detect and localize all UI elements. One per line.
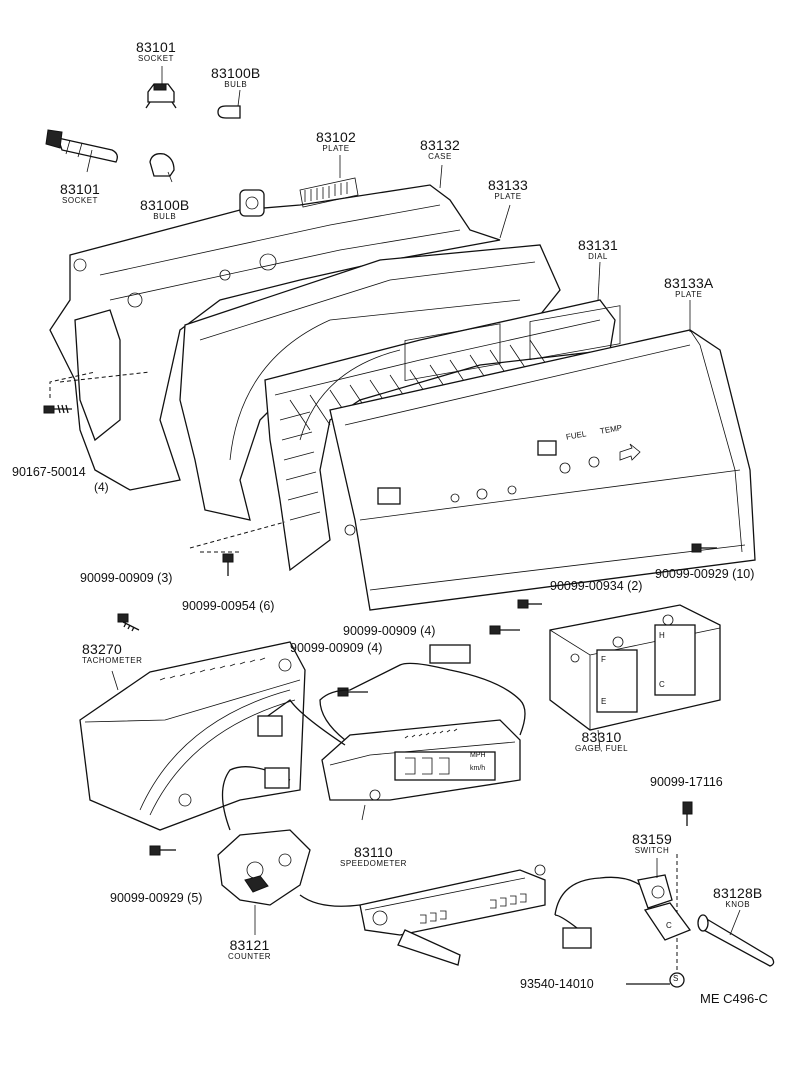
counter-83121-drawing	[217, 829, 311, 906]
wire-harness-drawing	[221, 644, 641, 949]
label-screw-90099-00909-4b: 90099-00909 (4)	[290, 641, 383, 655]
tachometer-83270-drawing	[79, 641, 306, 831]
screw-90099-00934-drawing	[517, 599, 542, 609]
screw-90099-00909-left-drawing	[117, 613, 140, 632]
screw-90099-00929-bottom-drawing	[149, 845, 176, 856]
switch-83159-drawing	[637, 874, 692, 941]
gauge-e-text: E	[601, 697, 607, 706]
label-screw-90099-00929-10: 90099-00929 (10)	[655, 567, 755, 581]
clip-93540-14010-drawing	[669, 972, 685, 988]
speedometer-83110-drawing	[321, 719, 521, 801]
trip-assembly-drawing	[359, 864, 546, 966]
socket-83101-long	[45, 129, 118, 163]
gauge-f-text: F	[601, 655, 606, 664]
fuel-gauge-83310-drawing	[549, 604, 721, 731]
switch-c-text: C	[666, 921, 672, 930]
gauge-c-text: C	[659, 680, 665, 689]
screw-90167-50014-drawing	[43, 404, 72, 414]
screw-90099-00909-center-drawing	[337, 625, 520, 697]
label-screw-90099-00909-4a: 90099-00909 (4)	[343, 624, 436, 638]
label-clip-93540-14010: 93540-14010	[520, 977, 594, 991]
plate-83133a-drawing	[329, 305, 756, 611]
label-screw-90099-00934-2: 90099-00934 (2)	[550, 579, 643, 593]
bulb-83100b-side	[149, 153, 175, 177]
label-screw-90099-00929-5: 90099-00929 (5)	[110, 891, 203, 905]
plate-83133-drawing	[179, 244, 561, 521]
clip-s-text: S	[673, 974, 679, 983]
label-screw-90099-17116: 90099-17116	[650, 775, 723, 789]
screw-90099-00954-drawing	[222, 553, 234, 576]
speedometer-kmh-text: km/h	[470, 765, 486, 772]
diagram-code: ME C496-C	[700, 991, 768, 1006]
label-screw-90167-50014: 90167-50014 (4)	[12, 465, 109, 494]
screw-90099-00929-right-drawing	[691, 543, 717, 553]
socket-83101-top	[145, 83, 177, 109]
label-screw-90099-00909-3: 90099-00909 (3)	[80, 571, 173, 585]
gauge-h-text: H	[659, 631, 665, 640]
case-83132-drawing	[49, 177, 501, 491]
speedometer-mph-text: MPH	[470, 752, 486, 759]
bulb-83100b-top	[217, 105, 241, 119]
label-screw-90099-00954-6: 90099-00954 (6)	[182, 599, 275, 613]
knob-83128b-drawing	[697, 914, 775, 967]
screw-90099-17116-drawing	[682, 801, 693, 826]
